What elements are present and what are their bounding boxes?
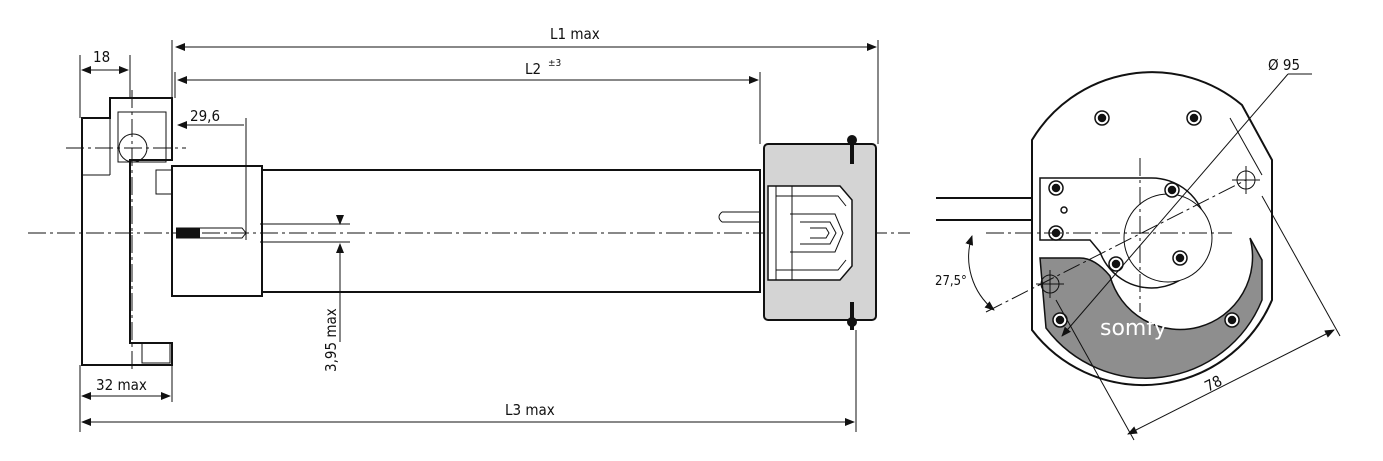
- end-housing: [1031, 71, 1273, 386]
- somfy-logo: somfy: [1100, 316, 1167, 341]
- dim-78: 78: [1202, 372, 1225, 396]
- mounting-head: [81, 97, 173, 366]
- dim-3-95-max: 3,95 max: [322, 308, 340, 372]
- dim-diameter: Ø 95: [1268, 56, 1300, 74]
- side-view: L1 max L2 ±3 18 29,6 32 max L3 max 3,95 …: [28, 25, 910, 432]
- dim-angle: 27,5°: [935, 274, 967, 289]
- dim-29-6: 29,6: [190, 107, 220, 125]
- dim-32-max: 32 max: [96, 376, 147, 394]
- dim-l2: L2: [525, 60, 541, 78]
- motor-tube: [261, 169, 761, 293]
- dim-l1: L1 max: [550, 25, 600, 43]
- head-pocket: [117, 111, 167, 163]
- end-view: somfy Ø 95 27,5°: [935, 56, 1341, 441]
- dim-l2-tolerance: ±3: [548, 58, 561, 69]
- dim-l3: L3 max: [505, 401, 555, 419]
- dim-18: 18: [93, 48, 110, 66]
